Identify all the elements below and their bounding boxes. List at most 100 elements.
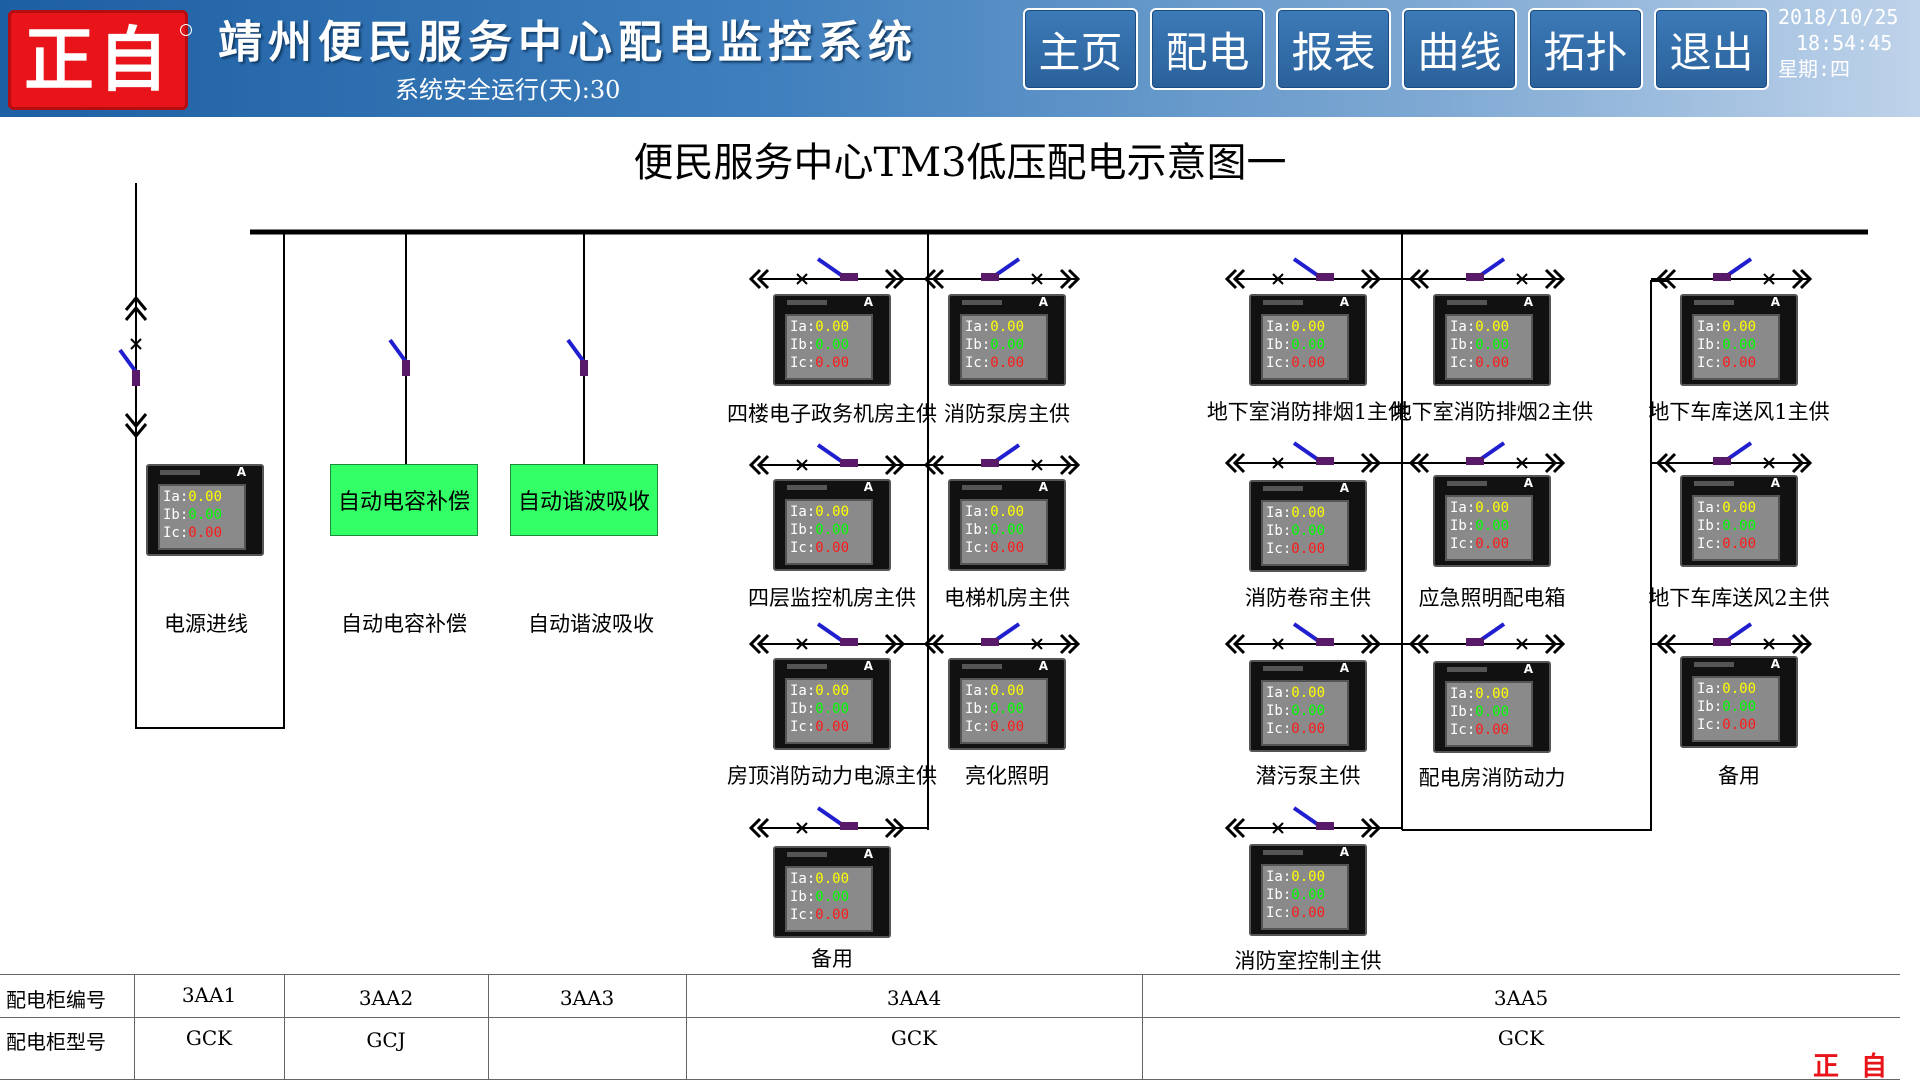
meter-unit-label: A <box>1339 845 1349 859</box>
feeder-label: 亮化照明 <box>965 764 1049 788</box>
open-contact-x-icon <box>796 638 808 650</box>
ic-value: 0.00 <box>1722 536 1757 552</box>
left-chevron-icon <box>748 817 770 839</box>
nav-home-button[interactable]: 主页 <box>1023 8 1138 90</box>
nav-report-button[interactable]: 报表 <box>1276 8 1391 90</box>
meter-unit-label: A <box>1770 657 1780 671</box>
ib-value: 0.00 <box>815 701 850 717</box>
meter-ib-row: Ib:0.00 <box>790 337 849 353</box>
chevron-stroke <box>748 268 762 290</box>
cabinet-model-3aa4: GCK <box>890 1026 938 1050</box>
ic-value: 0.00 <box>1291 355 1326 371</box>
incoming-meter[interactable]: A Ia:0.00 Ib:0.00 Ic:0.00 <box>146 464 264 556</box>
chevron-stroke <box>931 633 945 655</box>
ib-label: Ib: <box>790 889 816 905</box>
ic-value: 0.00 <box>1475 355 1510 371</box>
meter-ia-row: Ia:0.00 <box>1450 500 1509 516</box>
nav-exit-button[interactable]: 退出 <box>1654 8 1769 90</box>
switch-blade-icon <box>816 257 846 279</box>
meter-ib-row: Ib:0.00 <box>790 889 849 905</box>
nav-distribution-button[interactable]: 配电 <box>1150 8 1265 90</box>
ic-value: 0.00 <box>990 719 1025 735</box>
ic-label: Ic: <box>965 540 991 556</box>
ic-label: Ic: <box>790 719 816 735</box>
harmonic-absorption-box[interactable]: 自动谐波吸收 <box>510 464 658 536</box>
switch-contact-icon <box>840 273 858 281</box>
meter-header-strip <box>1447 300 1487 305</box>
feeder-label: 地下车库送风2主供 <box>1648 586 1830 610</box>
ic-value: 0.00 <box>1475 536 1510 552</box>
meter-ia-row: Ia:0.00 <box>163 489 222 505</box>
ib-label: Ib: <box>790 522 816 538</box>
chevron-stroke <box>748 817 762 839</box>
nav-topology-button[interactable]: 拓扑 <box>1528 8 1643 90</box>
chevron-stroke <box>1408 452 1422 474</box>
chevron-stroke <box>1655 633 1669 655</box>
meter-header-strip <box>787 664 827 669</box>
meter-header-strip <box>160 470 200 475</box>
ic-label: Ic: <box>965 355 991 371</box>
ia-label: Ia: <box>1450 500 1476 516</box>
table-divider-1 <box>134 974 135 1080</box>
incoming-upper-chevron-icon <box>134 307 148 321</box>
meter-unit-label: A <box>1038 659 1048 673</box>
ib-label: Ib: <box>790 337 816 353</box>
meter-header-strip <box>1263 300 1303 305</box>
ib-label: Ib: <box>790 701 816 717</box>
chevron-stroke <box>931 268 945 290</box>
ib-value: 0.00 <box>1722 337 1757 353</box>
left-chevron-icon <box>1408 633 1430 655</box>
ic-label: Ic: <box>1266 721 1292 737</box>
chevron-stroke <box>1663 633 1677 655</box>
chevron-stroke <box>923 454 937 476</box>
ic-value: 0.00 <box>815 907 850 923</box>
chevron-stroke <box>1224 817 1238 839</box>
ia-value: 0.00 <box>1291 505 1326 521</box>
ic-label: Ic: <box>965 719 991 735</box>
ic-label: Ic: <box>163 525 189 541</box>
ia-value: 0.00 <box>1291 319 1326 335</box>
chevron-stroke <box>1663 452 1677 474</box>
meter-ia-row: Ia:0.00 <box>790 319 849 335</box>
ia-label: Ia: <box>1697 681 1723 697</box>
switch-contact-icon <box>580 360 588 376</box>
brand-logo-text: 正自 <box>24 19 172 101</box>
meter-ic-row: Ic:0.00 <box>1266 905 1325 921</box>
ia-label: Ia: <box>965 504 991 520</box>
ic-label: Ic: <box>1266 541 1292 557</box>
meter-ic-row: Ic:0.00 <box>965 540 1024 556</box>
ic-label: Ic: <box>790 355 816 371</box>
nav-curve-button[interactable]: 曲线 <box>1402 8 1517 90</box>
open-contact-x-icon <box>1516 638 1528 650</box>
table-divider-5 <box>1142 974 1143 1080</box>
ib-value: 0.00 <box>1291 703 1326 719</box>
capacitor-compensation-box[interactable]: 自动电容补偿 <box>330 464 478 536</box>
ia-value: 0.00 <box>815 504 850 520</box>
meter-header-strip <box>1694 481 1734 486</box>
meter-ia-row: Ia:0.00 <box>965 319 1024 335</box>
meter-unit-label: A <box>863 480 873 494</box>
